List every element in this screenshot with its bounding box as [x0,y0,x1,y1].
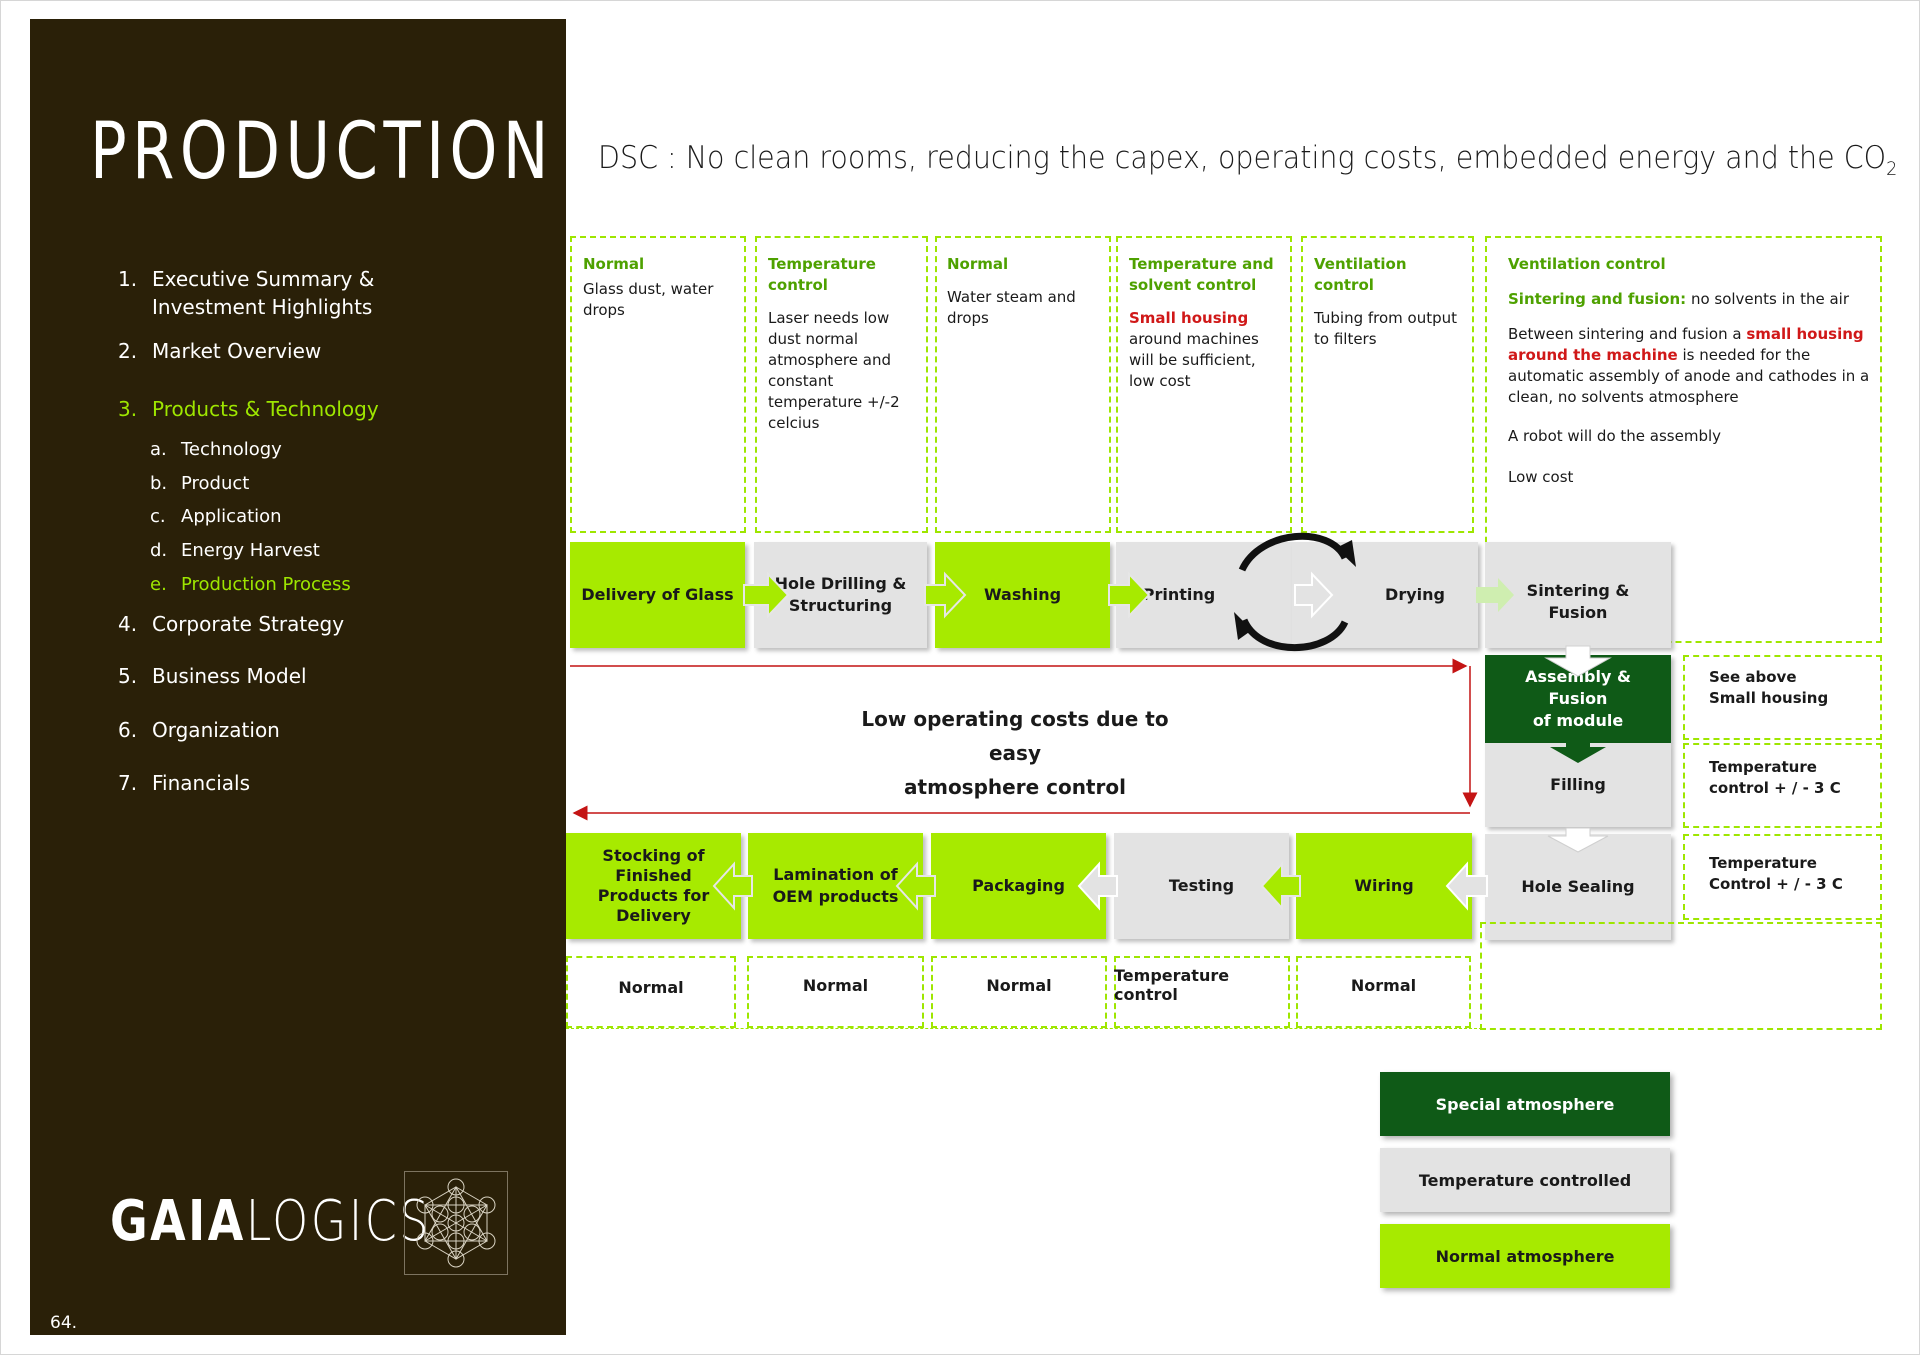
arrow-left-icon [712,861,1301,911]
label-box-stocking [566,956,736,1028]
note-box-drilling [755,236,928,533]
note-drilling: Temperature control Laser needs low dust… [768,255,900,432]
note-box-hole-sealing [1683,834,1882,920]
arrow-left-icon [1077,861,1488,911]
note-box-sintering [1485,236,1882,643]
arrow-right-icon [1294,571,1334,619]
note-box-drying [1301,236,1474,533]
arrow-down-icon [1550,740,1606,763]
arrow-right-icon [743,571,1151,619]
sidebar: PRODUCTION 1. Executive Summary & Invest… [30,19,566,1335]
metatron-cube-logo-icon [404,1171,508,1275]
arrow-down-icon [1544,645,1612,677]
legend-normal-atmosphere: Normal atmosphere [1380,1224,1670,1288]
note-box-filling [1683,743,1882,828]
note-washing: Normal Water steam and drops [947,255,1076,327]
step-delivery-of-glass: Delivery of Glass [570,542,745,648]
label-box-lamination [747,956,924,1028]
legend-special-atmosphere: Special atmosphere [1380,1072,1670,1136]
label-box-packaging [931,956,1107,1028]
step-sintering-fusion: Sintering & Fusion [1485,542,1671,648]
bottom-dashed-line [566,1028,1482,1029]
arrow-right-icon [1476,578,1514,612]
company-logo-text: GAIALOGICS [110,1189,431,1254]
note-printing: Temperature and solvent control Small ho… [1129,255,1274,390]
label-box-wiring [1296,956,1471,1028]
label-wiring: Normal [1350,975,1417,995]
label-box-testing [1114,956,1290,1028]
step-testing: Testing [1114,833,1289,939]
note-box-assembly [1683,655,1882,740]
label-stocking: Normal [618,977,684,997]
note-drying: Ventilation control Tubing from output t… [1314,255,1458,348]
page-number: 64. [50,1313,78,1333]
label-lamination: Normal [802,975,869,995]
note-box-delivery [570,236,746,533]
step-wiring: Wiring [1296,833,1472,939]
sidebar-title: PRODUCTION [90,107,554,197]
slide-heading: DSC : No clean rooms, reducing the capex… [598,140,1898,181]
note-delivery: Normal Glass dust, water drops [583,255,714,319]
operating-cost-loop [570,658,1478,821]
label-packaging: Normal [986,975,1052,995]
note-box-printing [1116,236,1292,533]
arrow-down-icon [1547,827,1609,853]
note-box-washing [935,236,1111,533]
step-packaging: Packaging [931,833,1106,939]
note-box-bottom-right [1480,922,1882,1030]
legend-temperature-controlled: Temperature controlled [1380,1148,1670,1212]
note-sintering: Ventilation control Sintering and fusion… [1508,255,1870,486]
